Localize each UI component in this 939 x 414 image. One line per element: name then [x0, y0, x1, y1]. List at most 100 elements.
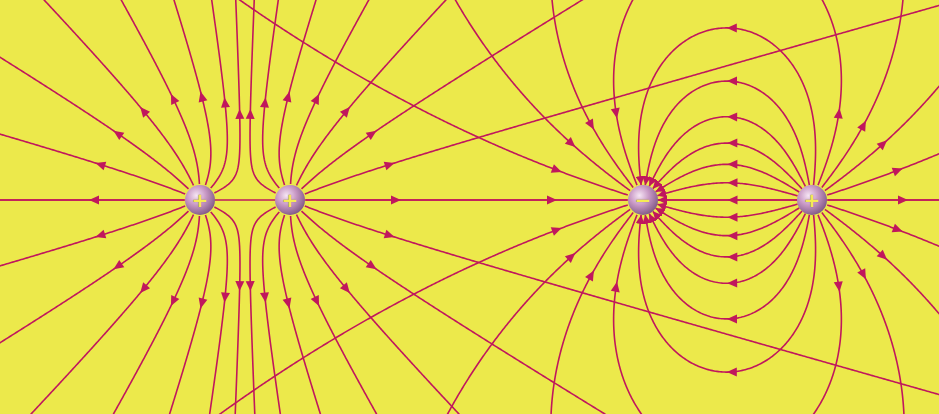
sphere-body	[628, 185, 658, 215]
field-line	[279, 215, 324, 414]
field-line	[210, 0, 227, 188]
field-arrow	[857, 268, 870, 281]
field-arrow	[727, 77, 737, 86]
field-arrow	[727, 112, 737, 121]
field-line	[805, 215, 841, 414]
charge-sphere: −	[628, 185, 658, 215]
field-line	[614, 215, 650, 414]
field-arrow	[547, 196, 557, 205]
field-arrow	[892, 164, 905, 176]
field-line	[302, 0, 599, 189]
field-arrow	[727, 139, 737, 148]
field-line	[263, 212, 282, 414]
field-arrow	[727, 23, 737, 32]
field-arrow	[585, 268, 598, 281]
field-arrow	[727, 368, 737, 377]
charge-sign: +	[192, 190, 209, 210]
field-arrow	[220, 97, 230, 108]
field-line	[639, 28, 816, 185]
field-line	[822, 213, 904, 414]
field-arrow	[167, 295, 179, 308]
charge-sphere: +	[275, 185, 305, 215]
field-line	[653, 211, 802, 257]
field-line	[0, 199, 627, 201]
field-arrow	[834, 281, 844, 292]
field-arrow	[283, 298, 294, 310]
field-line	[816, 0, 842, 185]
field-line	[649, 117, 805, 187]
field-arrow	[246, 281, 255, 291]
field-arrow	[260, 292, 270, 303]
field-arrow	[728, 196, 738, 205]
field-line	[214, 207, 240, 414]
field-arrow	[340, 282, 353, 295]
field-arrow	[611, 108, 622, 119]
field-arrow	[727, 252, 737, 261]
field-arrow	[311, 295, 323, 308]
charge-sphere: +	[185, 185, 215, 215]
field-arrow	[892, 224, 905, 236]
field-arrow	[111, 260, 124, 273]
sphere-body	[797, 185, 827, 215]
field-line	[639, 215, 816, 372]
field-arrow	[727, 160, 737, 169]
field-arrow	[727, 314, 737, 323]
field-arrow	[585, 119, 598, 132]
field-line	[116, 0, 200, 184]
field-arrow	[235, 281, 244, 291]
charge-sign: +	[282, 190, 299, 210]
field-line	[263, 0, 280, 188]
field-arrow	[167, 92, 179, 105]
field-line	[108, 216, 200, 414]
field-arrow	[565, 137, 578, 150]
sphere-body	[275, 185, 305, 215]
field-arrow	[565, 250, 578, 263]
field-arrow	[340, 104, 353, 117]
field-arrow	[246, 109, 255, 119]
field-arrow	[111, 127, 124, 140]
field-arrow	[366, 127, 379, 140]
field-line	[551, 213, 633, 414]
field-arrow	[611, 281, 622, 292]
field-arrow	[220, 292, 230, 303]
field-line	[171, 0, 211, 185]
field-line	[208, 212, 227, 414]
field-arrow	[94, 159, 106, 171]
field-line	[825, 209, 939, 326]
field-line	[225, 0, 628, 195]
field-line	[614, 0, 640, 185]
field-arrow	[551, 224, 564, 236]
field-line	[250, 0, 276, 193]
charge-sign: +	[804, 190, 821, 210]
field-connectors	[639, 23, 816, 376]
field-line	[214, 0, 240, 193]
charge-sphere: +	[797, 185, 827, 215]
field-line	[656, 164, 800, 192]
field-line	[166, 215, 211, 414]
field-line	[205, 205, 628, 414]
field-line	[250, 207, 276, 414]
field-line	[827, 205, 939, 251]
field-line	[657, 204, 797, 217]
field-line	[825, 74, 939, 191]
field-arrow	[235, 109, 244, 119]
field-arrow	[94, 230, 106, 242]
field-line	[653, 143, 802, 189]
field-line	[645, 81, 809, 185]
field-line	[551, 0, 633, 187]
field-arrow	[727, 178, 737, 187]
field-arrow	[727, 279, 737, 288]
field-arrow	[384, 159, 396, 171]
field-arrow	[196, 90, 207, 102]
field-arrow	[834, 108, 844, 119]
field-arrow	[283, 90, 294, 102]
field-line	[828, 199, 939, 201]
field-line	[279, 0, 319, 185]
field-arrow	[857, 119, 870, 132]
field-arrow	[196, 298, 207, 310]
field-line	[822, 0, 904, 187]
field-arrow	[260, 97, 270, 108]
field-line	[827, 149, 939, 195]
